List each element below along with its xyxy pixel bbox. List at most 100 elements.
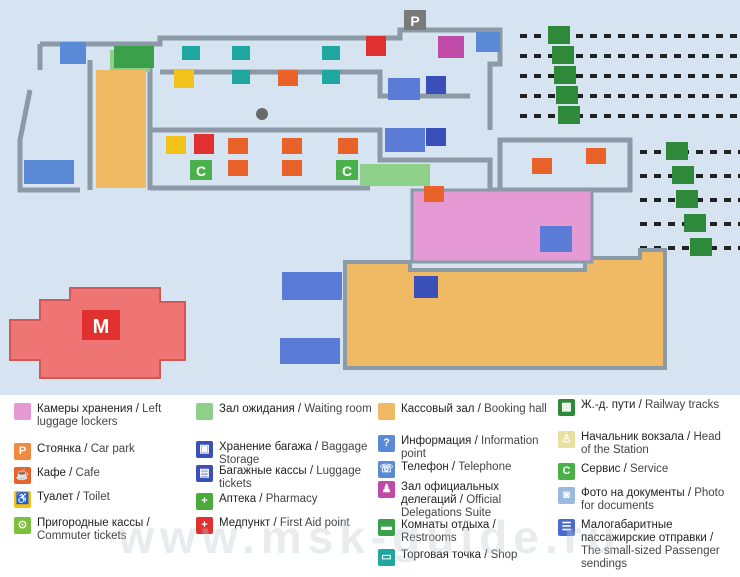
legend-item: ▦ Ж.-д. пути / Railway tracks [558,399,733,416]
telephone-icon-1 [476,32,500,52]
legend-swatch-icon: ♟ [378,481,395,498]
legend-swatch-icon [196,403,213,420]
legend-swatch-icon: ☰ [558,519,575,536]
parking-letter: P [410,13,419,29]
railway-track-signs [548,26,712,256]
legend-swatch-icon: ⊙ [14,517,31,534]
service-block-2 [336,160,358,180]
booking-hall-corridor [96,70,146,188]
legend-label-en: Photo for documents [581,487,725,512]
baggage-storage-icon [414,276,438,298]
legend-label-ru: Зал официальных делегаций / [401,481,500,506]
legend-item: ▤ Багажные кассы / Luggage tickets [196,465,372,491]
legend-label-ru: Информация / [401,435,481,447]
legend-item: ▭ Торговая точка / Shop [378,549,554,566]
legend-item: Кассовый зал / Booking hall [378,403,554,420]
legend-swatch-icon: ▦ [558,399,575,416]
legend-swatch-icon: ☏ [378,461,395,478]
legend-swatch-icon: ▭ [378,549,395,566]
legend-label-ru: Сервис / [581,463,630,475]
legend-label-en: Booking hall [484,403,547,415]
legend-item: ▬ Комнаты отдыха / Restrooms [378,519,554,545]
legend-label-en: Left luggage lockers [37,403,162,428]
legend-label-ru: Комнаты отдыха / [401,519,496,531]
shop-icons [182,46,340,84]
legend-label-ru: Стоянка / [37,443,91,455]
legend-label-ru: Кассовый зал / [401,403,485,415]
legend-item: ▣Хранение багажа / Baggage Storage [196,441,372,467]
legend-label-en: The small-sized Passenger sendings [581,545,720,570]
legend-label-ru: Телефон / [401,461,459,473]
legend-label-ru: Медпункт / [219,517,280,529]
legend-item: ♟ Зал официальных делегаций / Official De… [378,481,554,520]
legend-item: Зал ожидания / Waiting room [196,403,372,420]
service-letter-1: C [196,163,206,179]
legend-swatch-icon: ▣ [196,441,213,458]
legend-item: + Медпункт / First Aid point [196,517,372,534]
legend-label-en: Head of the Station [581,431,721,456]
legend-label-ru: Аптека / [219,493,266,505]
legend-label-en: Restrooms [401,532,457,544]
metro-sign [82,310,120,340]
legend-item: Камеры хранения / Left luggage lockers [14,403,190,429]
restrooms-icon [114,46,154,68]
legend-label-en: Car park [90,443,135,455]
legend-label-en: Cafe [75,467,100,479]
telephone-icon-2 [24,160,74,184]
legend-label-en: Railway tracks [645,399,720,411]
legend-item: P Стоянка / Car park [14,443,190,460]
legend-label-en: Official Delegations Suite [401,494,502,519]
legend-label-en: Luggage tickets [219,465,361,490]
legend-item: ◙Фото на документы / Photo for documents [558,487,733,513]
legend-label-ru: Начальник вокзала / [581,431,694,443]
legend-swatch-icon [14,403,31,420]
legend-item: ♿Туалет / Toilet [14,491,190,508]
legend-label-en: Telephone [458,461,512,473]
legend-swatch-icon: + [196,517,213,534]
luggage-tickets-icon-1 [426,76,446,94]
legend-label-en: Baggage Storage [219,441,368,466]
annex-block-3 [540,226,572,252]
station-floor-map: M P C C [9,10,740,379]
legend-item: ☰Малогабаритные пассажирские отправки / … [558,519,733,571]
legend-label-ru: Туалет / [37,491,83,503]
service-block-1 [190,160,212,180]
legend-swatch-icon: ☕ [14,467,31,484]
luggage-tickets-icon-2 [426,128,446,146]
legend-label-en: Shop [490,549,518,561]
head-of-station-icon [256,108,268,120]
legend-label-ru: Ж.-д. пути / [581,399,645,411]
metro-letter: M [93,316,110,338]
legend-item: ☏ Телефон / Telephone [378,461,554,478]
toilet-icon-2 [166,136,186,154]
legend-swatch-icon: P [14,443,31,460]
legend-swatch-icon: ▬ [378,519,395,536]
legend-label-ru: Торговая точка / [401,549,491,561]
annex-block-5 [385,128,425,152]
delegations-suite-icon [438,36,464,58]
legend-label-ru: Камеры хранения / [37,403,143,415]
waiting-room-area [360,164,430,186]
legend-item: ♙Начальник вокзала / Head of the Station [558,431,733,457]
legend-label-en: Toilet [82,491,110,503]
legend-swatch-icon: ▤ [196,465,213,482]
legend-item: ⊙ Пригородные кассы / Commuter tickets [14,517,190,543]
legend-label-en: First Aid point [279,517,350,529]
legend-label-ru: Зал ожидания / [219,403,305,415]
legend-label-ru: Кафе / [37,467,76,479]
legend-swatch-icon: ? [378,435,395,452]
legend-label-ru: Багажные кассы / [219,465,317,477]
legend-label-en: Pharmacy [265,493,318,505]
legend-label-ru: Малогабаритные пассажирские отправки / [581,519,714,544]
parking-sign [404,10,426,30]
legend-label-ru: Пригородные кассы / [37,517,150,529]
first-aid-icon-1 [366,36,386,56]
legend-label-en: Commuter tickets [37,530,127,542]
legend-label-ru: Фото на документы / [581,487,695,499]
annex-block-1 [282,272,342,300]
legend-swatch-icon: C [558,463,575,480]
cafe-icons [228,70,606,202]
